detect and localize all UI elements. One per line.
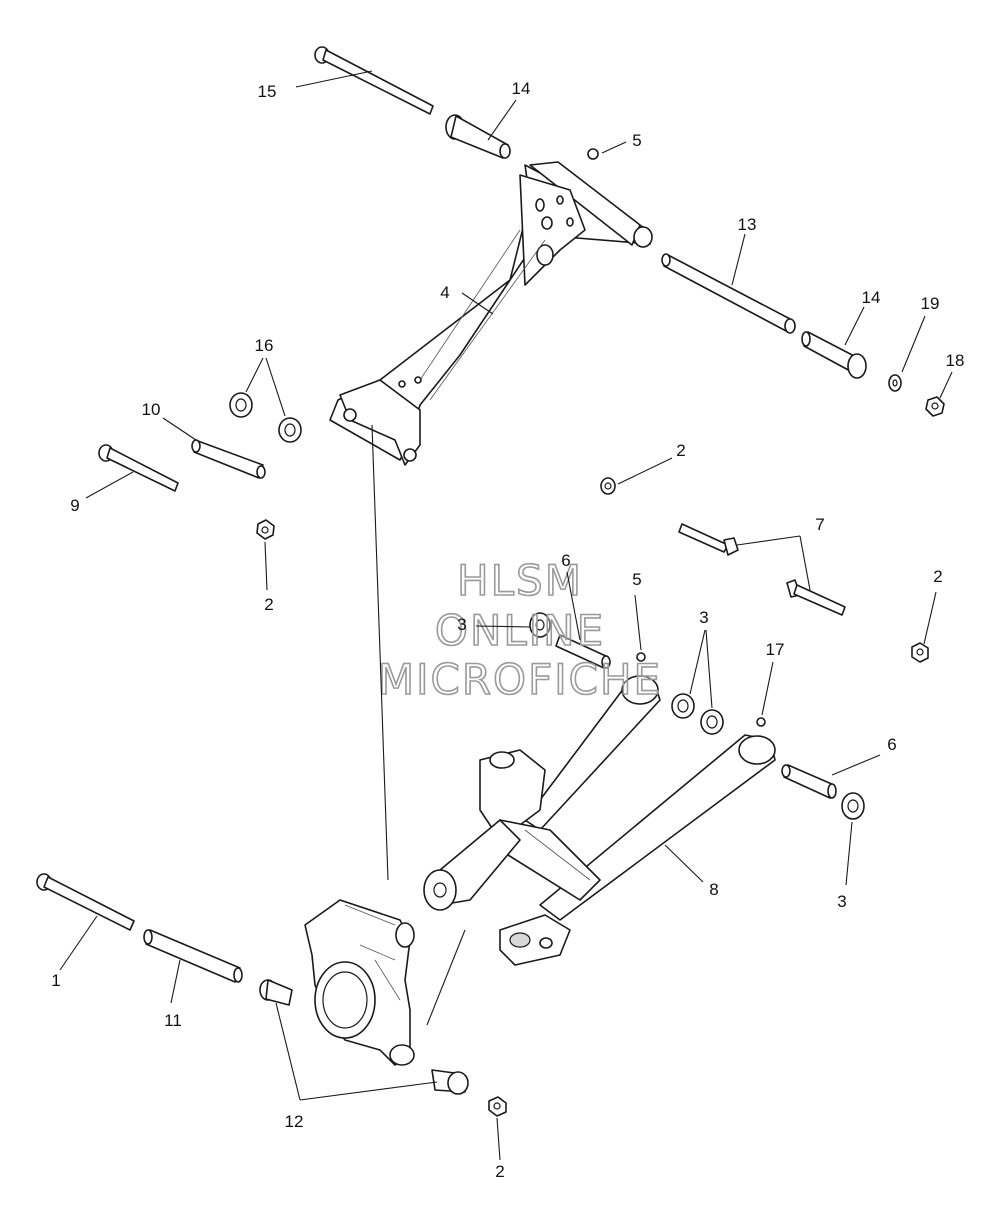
part-9-bolt[interactable] (98, 444, 179, 492)
callout-14-top: 14 (512, 79, 531, 98)
callout-6-right: 6 (887, 735, 896, 754)
callouts: 15 14 5 4 13 14 19 18 16 10 9 2 2 7 2 6 … (51, 79, 964, 1181)
watermark-line-3-outline: MICROFICHE (378, 655, 662, 704)
callout-7: 7 (815, 515, 824, 534)
callout-6-upper: 6 (561, 551, 570, 570)
callout-2-left: 2 (264, 595, 273, 614)
watermark-line-3: MICROFICHE (378, 655, 662, 704)
part-16-bushing-b[interactable] (278, 417, 302, 443)
part-15-bolt[interactable] (314, 46, 434, 115)
part-1-bolt[interactable] (36, 873, 135, 931)
part-12-bushing-left[interactable] (259, 979, 293, 1006)
callout-12: 12 (285, 1112, 304, 1131)
callout-8: 8 (709, 880, 718, 899)
leader-lines (59, 70, 953, 1161)
callout-1: 1 (51, 971, 60, 990)
callout-17: 17 (766, 640, 785, 659)
callout-19: 19 (921, 294, 940, 313)
callout-15: 15 (258, 82, 277, 101)
part-2-nut-right[interactable] (911, 642, 929, 663)
callout-13: 13 (738, 215, 757, 234)
part-12-bushing-right[interactable] (431, 1069, 469, 1095)
callout-18: 18 (946, 351, 965, 370)
callout-3-center: 3 (699, 608, 708, 627)
part-4-upper-a-arm[interactable] (329, 161, 653, 466)
part-14-bushing-top[interactable] (445, 114, 511, 159)
part-3-bushing-center-a[interactable] (671, 693, 695, 719)
watermark-line-2-outline: ONLINE (435, 606, 605, 655)
part-17-grease-fitting[interactable] (756, 717, 766, 727)
part-5-grease-fitting-top[interactable] (587, 148, 599, 160)
part-6-sleeve-right[interactable] (781, 764, 837, 799)
part-10-sleeve[interactable] (191, 439, 266, 479)
part-7-bolt-a[interactable] (678, 523, 739, 556)
callout-3-upper: 3 (457, 615, 466, 634)
part-2-nut-middle[interactable] (600, 477, 616, 495)
part-2-nut-left[interactable] (256, 519, 275, 540)
part-5-grease-fitting-lower[interactable] (636, 652, 646, 662)
callout-2-bottom: 2 (495, 1162, 504, 1181)
callout-3-right: 3 (837, 892, 846, 911)
callout-2-middle: 2 (676, 441, 685, 460)
part-11-sleeve[interactable] (143, 929, 243, 983)
callout-9: 9 (70, 496, 79, 515)
callout-16: 16 (255, 336, 274, 355)
callout-10: 10 (142, 400, 161, 419)
part-3-bushing-center-b[interactable] (700, 709, 724, 735)
part-7-bolt-b[interactable] (786, 579, 846, 616)
callout-11: 11 (164, 1011, 182, 1030)
part-8-lower-trailing-arm[interactable] (423, 675, 776, 966)
part-3-bushing-upper[interactable] (529, 612, 551, 638)
spindle-knuckle[interactable] (304, 899, 415, 1066)
part-14-bushing-right[interactable] (801, 331, 867, 379)
callout-5-top: 5 (632, 131, 641, 150)
callout-4: 4 (440, 283, 449, 302)
part-16-bushing-a[interactable] (229, 392, 253, 418)
part-2-nut-bottom[interactable] (488, 1096, 507, 1117)
watermark-line-1-outline: HLSM (457, 556, 583, 605)
part-13-tube[interactable] (661, 253, 796, 334)
part-19-washer[interactable] (888, 374, 902, 392)
watermark-line-1: HLSM (457, 556, 583, 605)
part-6-sleeve-upper[interactable] (555, 634, 611, 669)
part-18-nut[interactable] (925, 396, 945, 417)
callout-5-lower: 5 (632, 570, 641, 589)
part-3-bushing-right[interactable] (841, 792, 865, 820)
callout-14-right: 14 (862, 288, 881, 307)
watermark: HLSM HLSM ONLINE ONLINE MICROFICHE MICRO… (377, 555, 662, 705)
callout-2-right: 2 (933, 567, 942, 586)
